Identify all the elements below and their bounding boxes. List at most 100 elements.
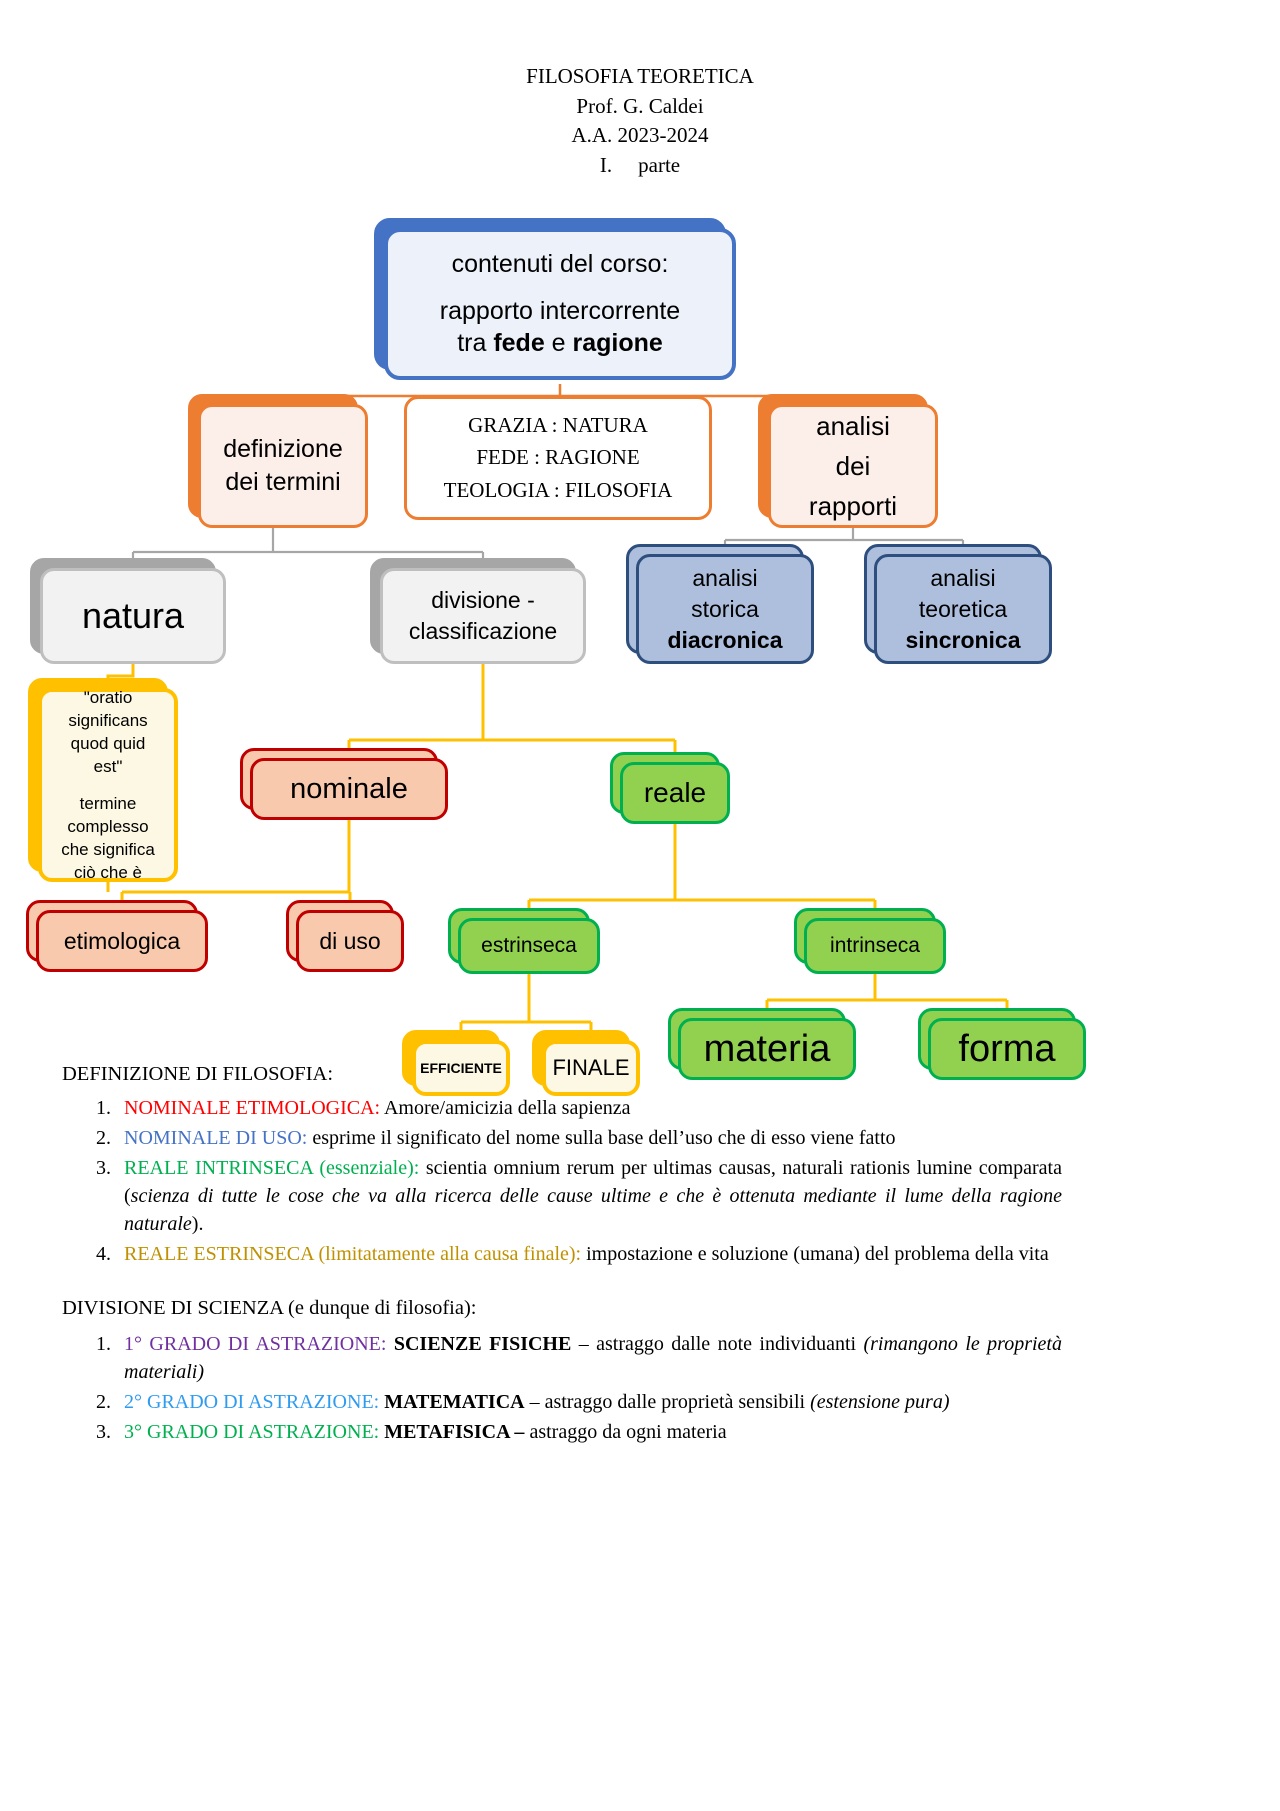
professor-name: Prof. G. Caldei bbox=[576, 93, 704, 118]
node-nominale[interactable]: nominale bbox=[240, 748, 448, 820]
node-analisi-teoretica[interactable]: analisi teoretica sincronica bbox=[864, 544, 1052, 664]
list-item-italic: (rimangono le proprietà materiali) bbox=[124, 1333, 1062, 1383]
list-item-label: NOMINALE DI USO: bbox=[124, 1127, 308, 1149]
di-uso-label: di uso bbox=[319, 927, 381, 954]
node-oratio-significans[interactable]: "oratio significans quod quid est" termi… bbox=[28, 678, 178, 884]
list-item-label: 3° GRADO DI ASTRAZIONE: bbox=[124, 1421, 380, 1443]
course-title: FILOSOFIA TEORETICA bbox=[526, 64, 754, 88]
definizione-heading: DEFINIZIONE DI FILOSOFIA: bbox=[62, 1063, 334, 1085]
materia-label: materia bbox=[703, 1027, 831, 1070]
nominale-label: nominale bbox=[290, 772, 408, 805]
node-face: estrinseca bbox=[458, 918, 600, 974]
finale-label: FINALE bbox=[552, 1055, 630, 1080]
list-item: NOMINALE ETIMOLOGICA: Amore/amicizia del… bbox=[116, 1094, 1062, 1122]
oratio-para-2: termine complesso che significa ciò che … bbox=[61, 792, 155, 884]
list-item-italic: scienza di tutte le cose che va alla ric… bbox=[124, 1185, 1062, 1235]
proporzione-row-2: FEDE : RAGIONE bbox=[476, 445, 640, 470]
list-item-text: scientia omnium rerum per ultimas causas… bbox=[124, 1157, 1062, 1207]
list-item: 2° GRADO DI ASTRAZIONE: MATEMATICA – ast… bbox=[116, 1388, 1062, 1416]
list-item-label: REALE INTRINSECA (essenziale): bbox=[124, 1157, 420, 1179]
analisi-rapporti-line-2: dei bbox=[835, 451, 871, 481]
node-analisi-storica[interactable]: analisi storica diacronica bbox=[626, 544, 814, 664]
node-forma[interactable]: forma bbox=[918, 1008, 1086, 1080]
node-definizione-dei-termini[interactable]: definizione dei termini bbox=[188, 394, 368, 528]
concept-map: contenuti del corso: rapporto intercorre… bbox=[26, 218, 1086, 1096]
definizione-list: NOMINALE ETIMOLOGICA: Amore/amicizia del… bbox=[62, 1094, 1062, 1268]
node-reale[interactable]: reale bbox=[610, 752, 730, 824]
list-item: 1° GRADO DI ASTRAZIONE: SCIENZE FISICHE … bbox=[116, 1330, 1062, 1386]
natura-label: natura bbox=[81, 595, 185, 636]
node-contenuti-del-corso[interactable]: contenuti del corso: rapporto intercorre… bbox=[374, 218, 736, 380]
node-face: divisione - classificazione bbox=[380, 568, 586, 664]
list-item-text: – astraggo dalle note individuanti bbox=[571, 1333, 864, 1355]
node-face: contenuti del corso: rapporto intercorre… bbox=[384, 228, 736, 380]
list-item-text: impostazione e soluzione (umana) del pro… bbox=[581, 1243, 1049, 1265]
root-line-1: contenuti del corso: bbox=[451, 249, 669, 278]
oratio-p2-l4: ciò che è bbox=[73, 863, 143, 882]
analisi-teorica-line-3: sincronica bbox=[905, 626, 1021, 653]
list-item-label: 2° GRADO DI ASTRAZIONE: bbox=[124, 1391, 380, 1413]
proporzione-row-3: TEOLOGIA : FILOSOFIA bbox=[443, 478, 673, 503]
reale-label: reale bbox=[643, 777, 707, 808]
node-face: FINALE bbox=[542, 1040, 640, 1096]
node-proporzioni[interactable]: GRAZIA : NATURA FEDE : RAGIONE TEOLOGIA … bbox=[404, 396, 712, 520]
list-item-text: esprime il significato del nome sulla ba… bbox=[307, 1127, 896, 1149]
analisi-rapporti-line-3: rapporti bbox=[808, 491, 898, 521]
node-analisi-dei-rapporti[interactable]: analisi dei rapporti bbox=[758, 394, 938, 528]
list-item: REALE ESTRINSECA (limitatamente alla cau… bbox=[116, 1240, 1062, 1268]
root-line-2: rapporto intercorrente tra fede e ragion… bbox=[440, 295, 680, 359]
list-item: NOMINALE DI USO: esprime il significato … bbox=[116, 1124, 1062, 1152]
document-header: FILOSOFIA TEORETICA Prof. G. Caldei A.A.… bbox=[0, 62, 1280, 180]
root-line-2a: rapporto intercorrente bbox=[439, 296, 681, 325]
node-face: di uso bbox=[296, 910, 404, 972]
analisi-storica-line-1: analisi bbox=[692, 564, 758, 591]
node-finale[interactable]: FINALE bbox=[532, 1030, 640, 1096]
divisione-section: DIVISIONE DI SCIENZA (e dunque di filoso… bbox=[62, 1294, 1062, 1446]
node-face: definizione dei termini bbox=[198, 404, 368, 528]
node-natura[interactable]: natura bbox=[30, 558, 226, 664]
list-item-italic: (estensione pura) bbox=[810, 1391, 950, 1413]
oratio-p1-l3: quod quid bbox=[70, 734, 146, 753]
node-efficiente[interactable]: EFFICIENTE bbox=[402, 1030, 510, 1096]
node-di-uso[interactable]: di uso bbox=[286, 900, 404, 972]
definizione-line-1: definizione bbox=[223, 435, 343, 463]
divisione-list: 1° GRADO DI ASTRAZIONE: SCIENZE FISICHE … bbox=[62, 1330, 1062, 1446]
part-label: parte bbox=[638, 152, 681, 177]
divisione-heading: DIVISIONE DI SCIENZA (e dunque di filoso… bbox=[62, 1297, 477, 1319]
node-face: forma bbox=[928, 1018, 1086, 1080]
oratio-para-1: "oratio significans quod quid est" bbox=[68, 686, 147, 778]
list-item-bold: MATEMATICA bbox=[379, 1391, 525, 1413]
list-item: REALE INTRINSECA (essenziale): scientia … bbox=[116, 1154, 1062, 1238]
forma-label: forma bbox=[958, 1027, 1056, 1070]
etimologica-label: etimologica bbox=[63, 927, 181, 954]
node-face: reale bbox=[620, 762, 730, 824]
divisione-line-2: classificazione bbox=[408, 618, 558, 644]
node-face: GRAZIA : NATURA FEDE : RAGIONE TEOLOGIA … bbox=[404, 396, 712, 520]
part-numeral: I. bbox=[599, 152, 613, 177]
document-body: DEFINIZIONE DI FILOSOFIA: NOMINALE ETIMO… bbox=[62, 1060, 1062, 1448]
oratio-p1-l1: "oratio bbox=[83, 688, 133, 707]
node-etimologica[interactable]: etimologica bbox=[26, 900, 208, 972]
connector-lines bbox=[106, 384, 1009, 1040]
node-divisione-classificazione[interactable]: divisione - classificazione bbox=[370, 558, 586, 664]
proporzione-row-1: GRAZIA : NATURA bbox=[468, 412, 648, 437]
node-intrinseca[interactable]: intrinseca bbox=[794, 908, 946, 974]
divisione-line-1: divisione - bbox=[431, 587, 535, 613]
definizione-section: DEFINIZIONE DI FILOSOFIA: NOMINALE ETIMO… bbox=[62, 1060, 1062, 1268]
node-face: intrinseca bbox=[804, 918, 946, 974]
list-item: 3° GRADO DI ASTRAZIONE: METAFISICA – ast… bbox=[116, 1418, 1062, 1446]
node-face: analisi storica diacronica bbox=[636, 554, 814, 664]
oratio-p2-l3: che significa bbox=[61, 840, 155, 859]
list-item-label: 1° GRADO DI ASTRAZIONE: bbox=[124, 1333, 387, 1355]
list-item-label: NOMINALE ETIMOLOGICA: bbox=[124, 1097, 381, 1119]
node-face: etimologica bbox=[36, 910, 208, 972]
node-face: analisi teoretica sincronica bbox=[874, 554, 1052, 664]
node-estrinseca[interactable]: estrinseca bbox=[448, 908, 600, 974]
definizione-line-2: dei termini bbox=[225, 468, 341, 496]
node-materia[interactable]: materia bbox=[668, 1008, 856, 1080]
list-item-tail: ). bbox=[191, 1213, 204, 1235]
root-line-2b: tra fede e ragione bbox=[457, 328, 663, 357]
list-item-bold: METAFISICA – bbox=[379, 1421, 525, 1443]
analisi-storica-line-2: storica bbox=[691, 595, 759, 622]
list-item-text: astraggo da ogni materia bbox=[524, 1421, 727, 1443]
